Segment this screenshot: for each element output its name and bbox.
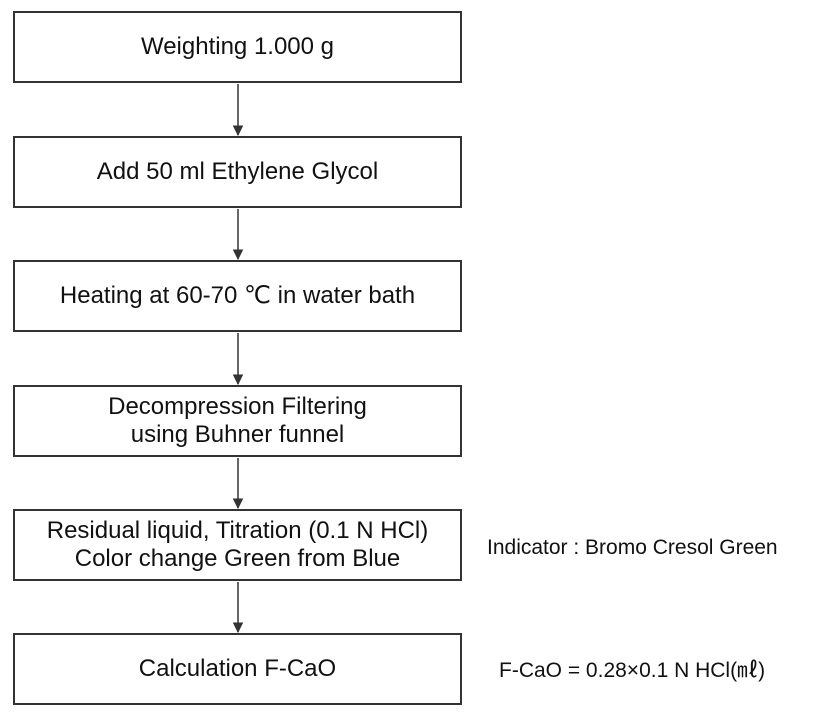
step-1-text: Weighting 1.000 g [140, 33, 335, 60]
step-weighting: Weighting 1.000 g [13, 11, 462, 83]
step-heating: Heating at 60-70 ℃ in water bath [13, 260, 462, 332]
step-decompression-filtering: Decompression Filtering using Buhner fun… [13, 385, 462, 457]
indicator-note: Indicator : Bromo Cresol Green [487, 536, 778, 559]
step-5-text-line-1: Residual liquid, Titration (0.1 N HCl) [46, 517, 429, 544]
step-5-text-line-2: Color change Green from Blue [74, 545, 401, 572]
step-4-text-line-1: Decompression Filtering [108, 393, 367, 420]
step-6-text: Calculation F-CaO [138, 655, 337, 682]
step-titration: Residual liquid, Titration (0.1 N HCl) C… [13, 509, 462, 581]
step-2-text: Add 50 ml Ethylene Glycol [96, 158, 379, 185]
step-4-text-line-2: using Buhner funnel [130, 421, 345, 448]
step-add-ethylene-glycol: Add 50 ml Ethylene Glycol [13, 136, 462, 208]
step-calculation: Calculation F-CaO [13, 633, 462, 705]
formula-note: F-CaO = 0.28×0.1 N HCl(㎖) [499, 659, 766, 682]
step-3-text: Heating at 60-70 ℃ in water bath [59, 282, 416, 309]
